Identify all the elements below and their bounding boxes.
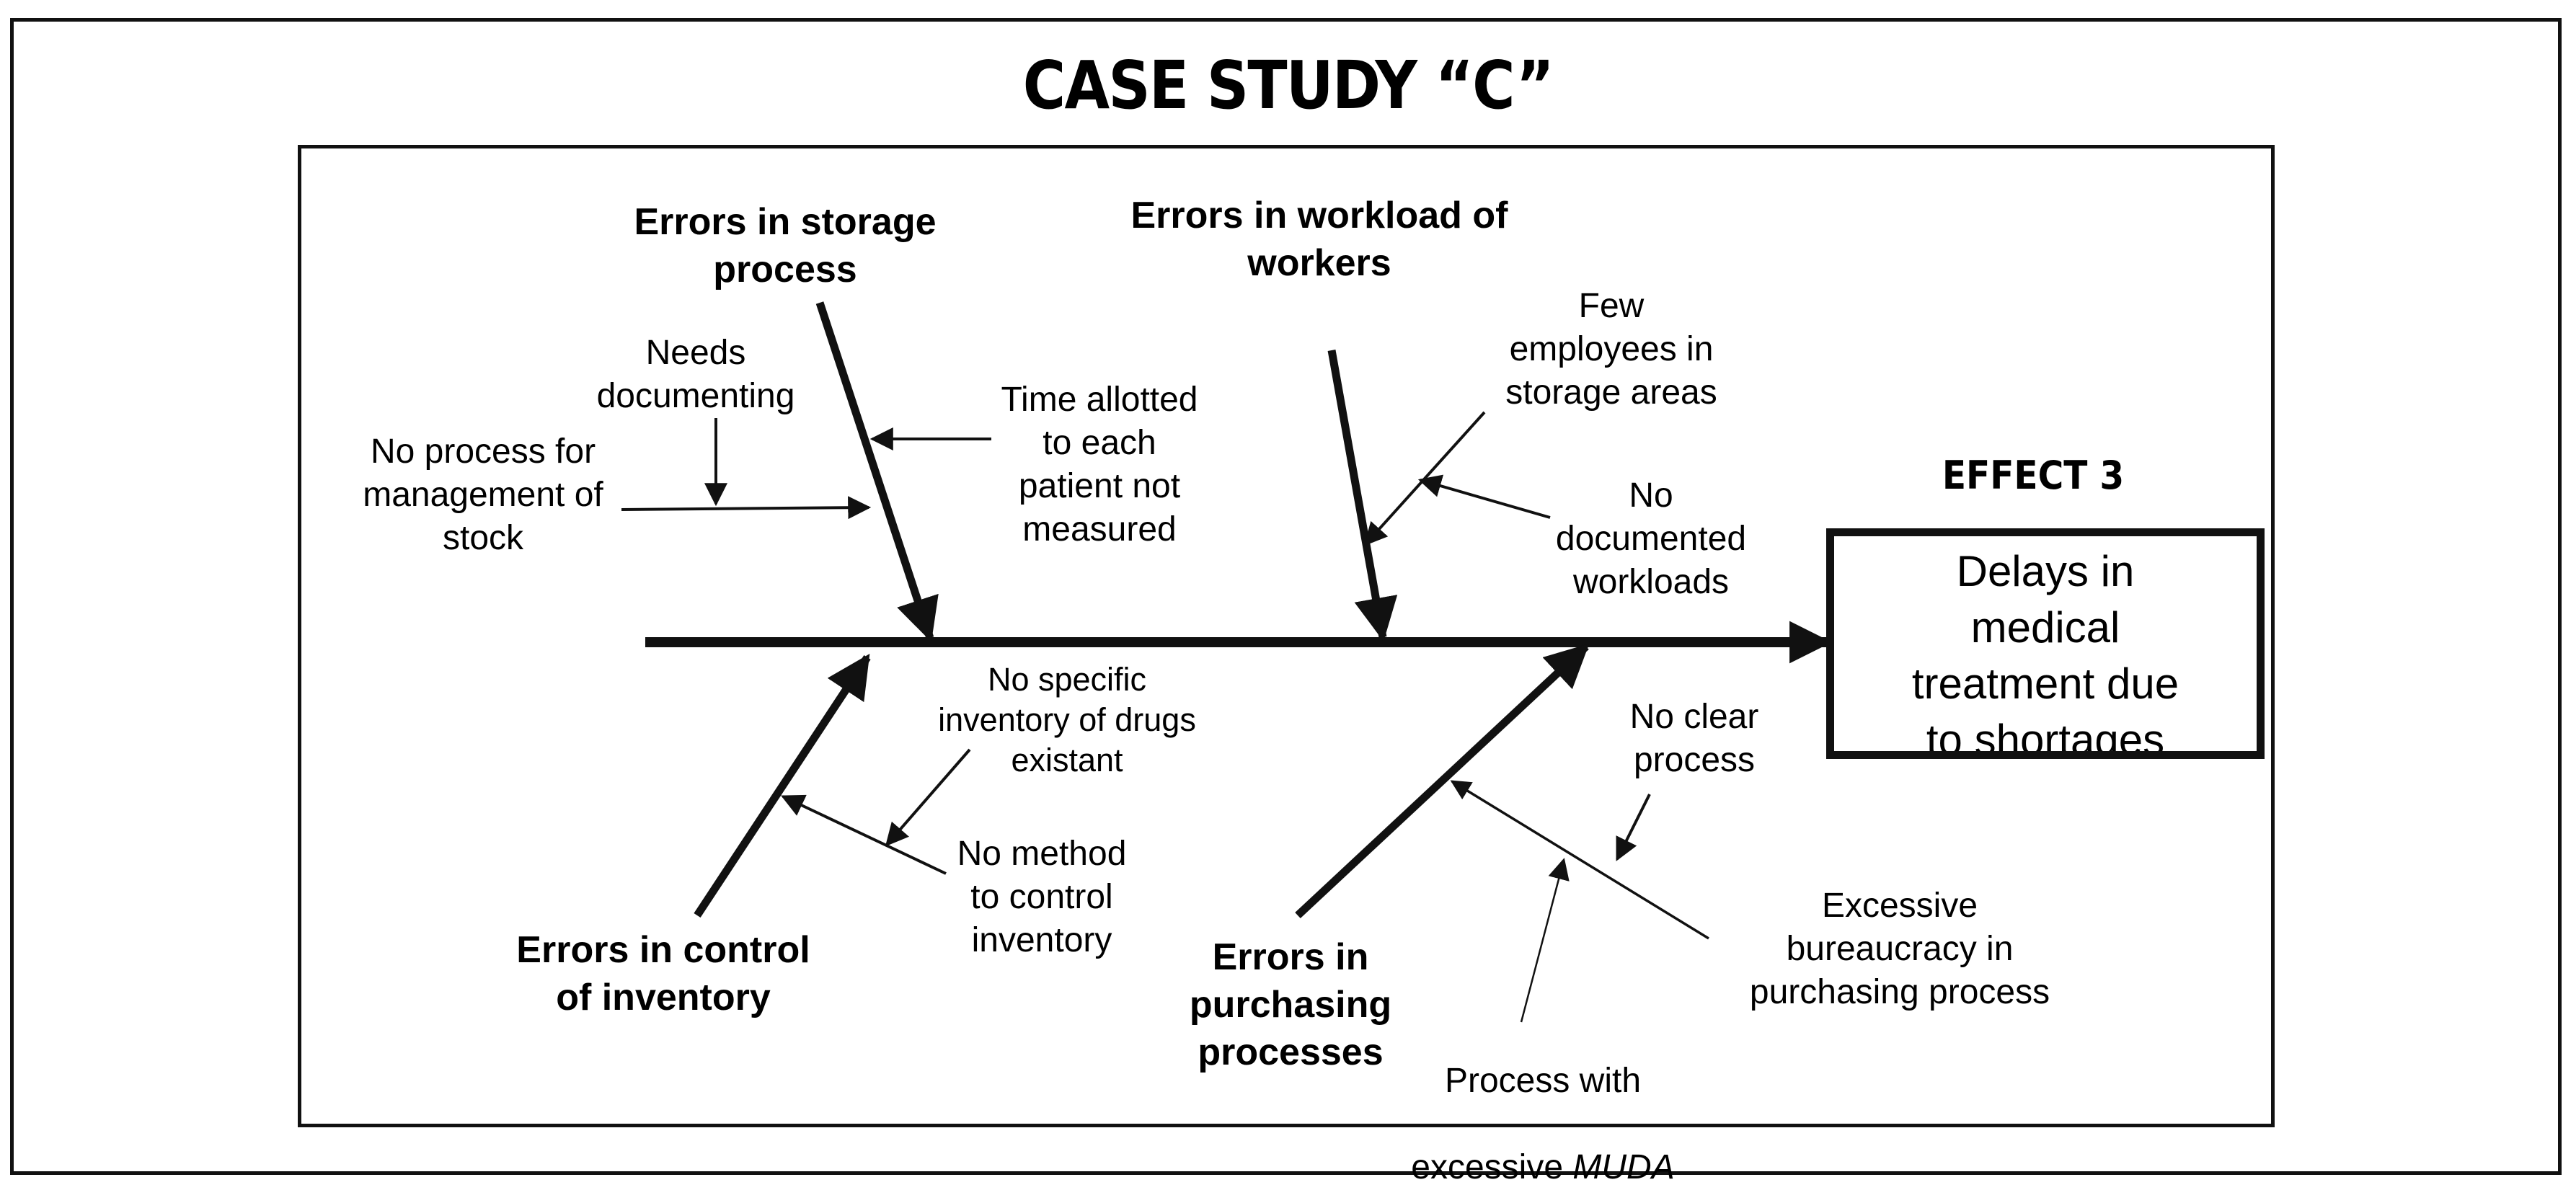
cause-no-method-inventory: No method to control inventory (957, 835, 1127, 959)
arrow-excessive-bureaucracy (1450, 780, 1709, 940)
diagram-frame (298, 145, 2275, 1127)
cause-needs-documenting: Needs documenting (596, 334, 795, 415)
category-purchasing: Errors in purchasing processes (1189, 936, 1392, 1073)
arrow-no-documented-workloads (1417, 474, 1551, 519)
outer-frame (10, 18, 2562, 1175)
cause-few-employees: Few employees in storage areas (1505, 287, 1717, 412)
bone-workload (1327, 350, 1398, 641)
arrow-few-employees (1363, 411, 1486, 546)
cause-muda-prefix: excessive (1411, 1148, 1573, 1186)
cause-no-clear-process: No clear process (1629, 698, 1759, 779)
cause-muda: Process with excessive MUDA (1370, 1016, 1716, 1189)
effect-label: EFFECT 3 (1942, 453, 2125, 498)
cause-no-process-stock: No process for management of stock (363, 432, 603, 557)
bone-inventory (694, 653, 871, 918)
arrow-no-method-inventory (781, 794, 947, 875)
cause-muda-line1: Process with (1444, 1062, 1642, 1100)
cause-no-documented-workloads: No documented workloads (1555, 476, 1747, 601)
arrow-no-process-stock (621, 496, 872, 520)
bone-storage (815, 301, 939, 642)
bone-purchasing (1295, 643, 1590, 919)
cause-time-allotted: Time allotted to each patient not measur… (1001, 381, 1198, 549)
arrow-muda (1520, 858, 1570, 1023)
effect-box: Delays in medical treatment due to short… (1826, 528, 2265, 759)
category-inventory: Errors in control of inventory (516, 929, 810, 1018)
arrow-no-specific-inventory (885, 748, 971, 847)
category-workload: Errors in workload of workers (1130, 195, 1508, 284)
diagram-title: CASE STUDY “C” (1022, 47, 1554, 124)
category-storage: Errors in storage process (634, 201, 937, 290)
cause-no-specific-inventory: No specific inventory of drugs existant (938, 661, 1196, 778)
cause-muda-word: MUDA (1572, 1148, 1675, 1186)
arrow-no-clear-process (1616, 794, 1651, 861)
effect-text: Delays in medical treatment due to short… (1911, 547, 2179, 759)
cause-excessive-bureaucracy: Excessive bureaucracy in purchasing proc… (1749, 887, 2050, 1011)
